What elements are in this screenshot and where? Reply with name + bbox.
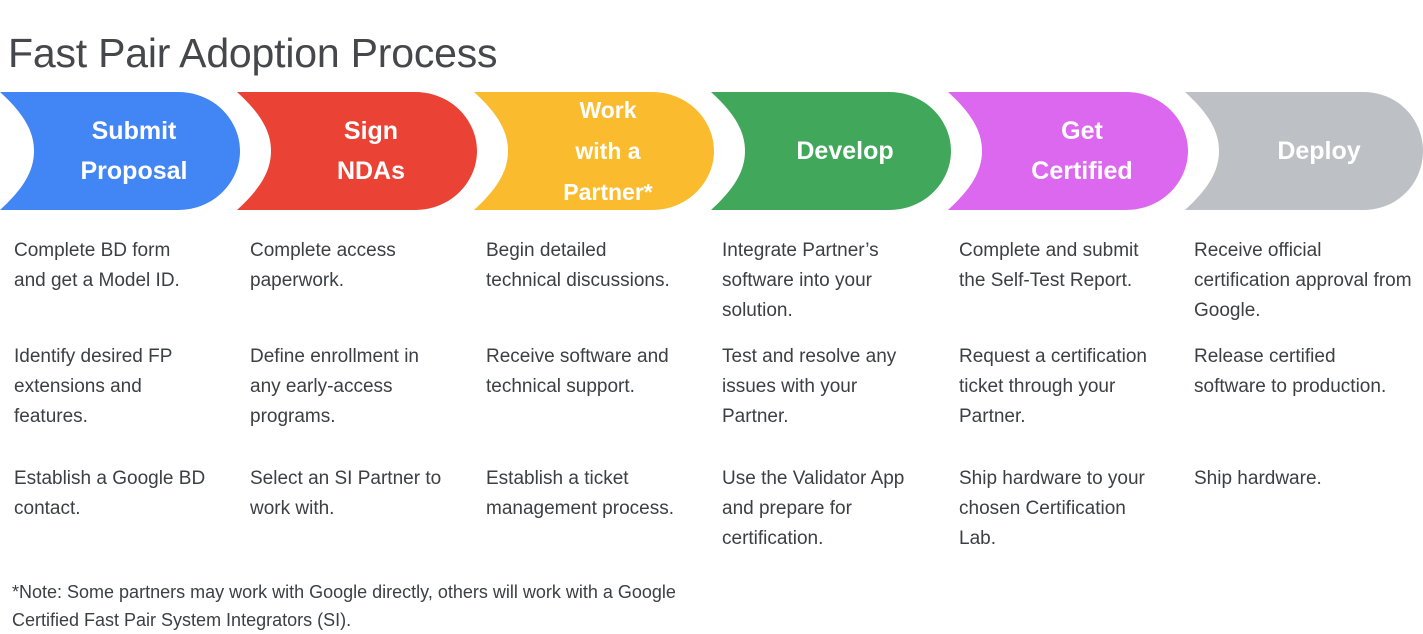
chevron-shape-icon [474, 92, 714, 210]
stage-label-0: Submit Proposal [80, 117, 188, 185]
chevron-shape-icon [0, 92, 240, 210]
detail-cell: Select an SI Partner to work with. [250, 468, 442, 519]
detail-cell: Complete access paperwork. [250, 240, 396, 291]
detail-row: Identify desired FP extensions and featu… [0, 342, 1423, 432]
stage-banner-sign-ndas[interactable]: Sign NDAs [237, 90, 487, 212]
detail-cell: Begin detailed technical discussions. [486, 240, 670, 291]
detail-cell: Identify desired FP extensions and featu… [14, 346, 173, 427]
stage-label-1: Sign NDAs [336, 117, 406, 185]
detail-cell: Complete and submit the Self-Test Report… [959, 240, 1139, 291]
detail-cell: Receive software and technical support. [486, 346, 669, 397]
detail-row: Complete BD form and get a Model ID. Com… [0, 236, 1423, 326]
stage-label-3: Develop [796, 137, 894, 165]
stage-label-4: Get Certified [1031, 117, 1133, 185]
detail-cell: Receive official certification approval … [1194, 240, 1412, 321]
detail-cell: Request a certification ticket through y… [959, 346, 1147, 427]
detail-cell: Release certified software to production… [1194, 346, 1387, 397]
detail-row: Establish a Google BD contact. Select an… [0, 464, 1423, 554]
detail-cell: Ship hardware to your chosen Certificati… [959, 468, 1145, 549]
chevron-shape-icon [237, 92, 477, 210]
chevron-shape-icon [1185, 92, 1423, 210]
chevron-shape-icon [948, 92, 1188, 210]
detail-cell: Define enrollment in any early-access pr… [250, 346, 419, 427]
detail-cell: Ship hardware. [1194, 468, 1322, 489]
stage-banner-develop[interactable]: Develop [711, 90, 961, 212]
detail-cell: Complete BD form and get a Model ID. [14, 240, 180, 291]
stage-banner-strip: Submit Proposal Sign NDAs Work with a Pa… [0, 90, 1423, 214]
detail-cell: Establish a Google BD contact. [14, 468, 206, 519]
footnote: *Note: Some partners may work with Googl… [12, 582, 676, 630]
stage-label-5: Deploy [1277, 137, 1361, 165]
detail-cell: Test and resolve any issues with your Pa… [722, 346, 897, 427]
stage-banner-get-certified[interactable]: Get Certified [948, 90, 1198, 212]
stage-banner-work-with-a-partner[interactable]: Work with a Partner* [474, 90, 724, 212]
chevron-shape-icon [711, 92, 951, 210]
detail-grid: Complete BD form and get a Model ID. Com… [0, 236, 1423, 556]
stage-banner-deploy[interactable]: Deploy [1185, 90, 1423, 212]
stage-label-2: Work with a Partner* [563, 96, 653, 205]
detail-cell: Use the Validator App and prepare for ce… [722, 468, 905, 549]
detail-cell: Integrate Partner’s software into your s… [722, 240, 879, 321]
stage-banner-submit-proposal[interactable]: Submit Proposal [0, 90, 250, 212]
detail-cell: Establish a ticket management process. [486, 468, 674, 519]
page-title: Fast Pair Adoption Process [8, 30, 498, 77]
